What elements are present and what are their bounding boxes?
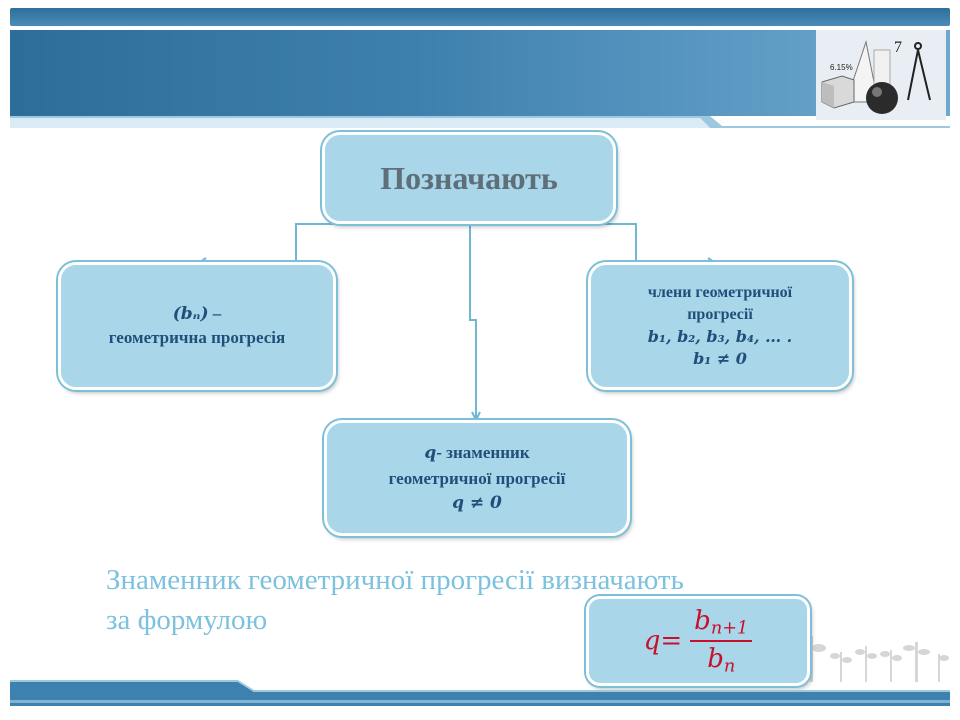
- left-box-line2: геометрична прогресія: [108, 328, 286, 347]
- bottom-box-line1: q- знаменник: [424, 440, 529, 466]
- formula-lhs: q: [643, 626, 661, 656]
- ratio-symbol: q: [424, 443, 437, 463]
- connector-left: [295, 223, 400, 262]
- formula-fraction: bn+1 bn: [690, 605, 753, 676]
- header-top-strip: [10, 8, 950, 26]
- connector-middle: [469, 224, 477, 420]
- compass-icon: [907, 42, 931, 101]
- caption: Знаменник геометричної прогресії визнача…: [106, 560, 866, 640]
- formula-denominator: bn: [707, 642, 735, 676]
- right-box-condition: b₁ ≠ 0: [693, 349, 747, 368]
- ratio-label: - знаменник: [436, 443, 530, 462]
- caption-line2: за формулою: [106, 604, 268, 636]
- right-box-line2: прогресії: [687, 306, 753, 323]
- numerator-subscript: n+1: [710, 618, 749, 638]
- connector-right: [560, 223, 637, 262]
- left-box-line1: (bₙ) –: [173, 302, 222, 326]
- right-box-terms: b₁, b₂, b₃, b₄, … .: [647, 327, 793, 346]
- sequence-symbol: (bₙ): [172, 304, 209, 324]
- bottom-box: q- знаменник геометричної прогресії q ≠ …: [324, 420, 630, 536]
- numerator-base: b: [694, 605, 711, 636]
- illustration-number: 7: [894, 39, 902, 56]
- right-box: члени геометричної прогресії b₁, b₂, b₃,…: [588, 262, 852, 390]
- illustration-percent-label: 6.15%: [830, 63, 853, 72]
- geometry-illustration: 7 6.15%: [816, 30, 946, 120]
- formula-equals: =: [660, 626, 683, 656]
- bottom-box-line2: геометричної прогресії: [388, 469, 566, 488]
- title-text: Позначають: [380, 159, 558, 196]
- ratio-formula: q = bn+1 bn: [643, 605, 753, 676]
- caption-line1: Знаменник геометричної прогресії визнача…: [106, 564, 684, 596]
- denominator-base: b: [707, 644, 724, 674]
- header-band: [10, 30, 950, 116]
- left-box: (bₙ) – геометрична прогресія: [58, 262, 336, 390]
- right-box-line1: члени геометричної: [647, 284, 793, 301]
- bottom-box-condition: q ≠ 0: [452, 493, 502, 513]
- formula-box: q = bn+1 bn: [586, 596, 810, 686]
- denominator-subscript: n: [723, 656, 736, 677]
- title-box: Позначають: [322, 132, 616, 224]
- footer-band: [10, 680, 950, 706]
- dash-text: –: [208, 304, 222, 323]
- header-underline: [10, 116, 950, 128]
- formula-numerator: bn+1: [690, 605, 753, 642]
